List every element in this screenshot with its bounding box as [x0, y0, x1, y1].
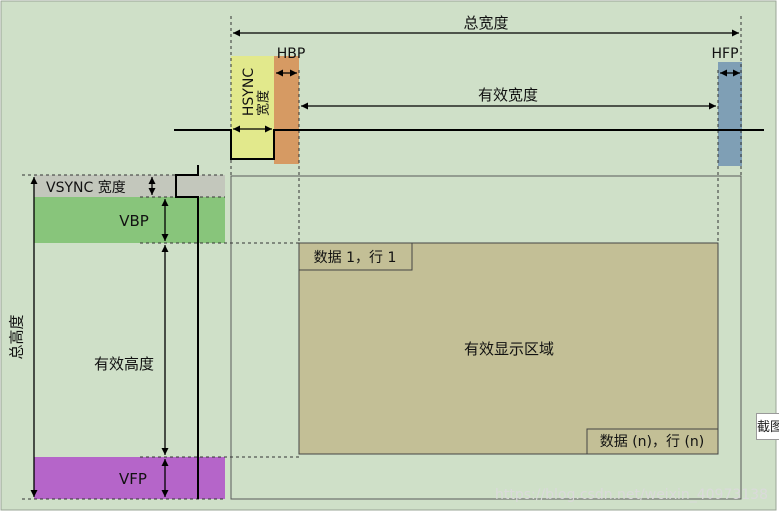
vsync-signal-line: [175, 165, 199, 499]
active-height-label: 有效高度: [94, 355, 154, 373]
active-area-label: 有效显示区域: [464, 340, 554, 358]
watermark: https://blog.csdn.net/weixin_40973138: [495, 487, 768, 503]
total-width-label: 总宽度: [463, 14, 508, 32]
screenshot-side-tab[interactable]: 截图: [756, 413, 779, 440]
first-pixel-label: 数据 1，行 1: [314, 250, 397, 266]
vbp-region: [34, 197, 225, 243]
hsync-region: [231, 56, 274, 159]
total-frame-outline: [230, 175, 742, 500]
total-height-label: 总高度: [8, 314, 26, 359]
active-display-area: [298, 242, 719, 455]
hsync-width-label: HSYNC: [241, 68, 257, 116]
hbp-region: [274, 56, 299, 164]
active-width-label: 有效宽度: [478, 86, 538, 104]
vsync-width-label: VSYNC 宽度: [46, 179, 126, 196]
hbp-label: HBP: [277, 46, 306, 62]
vsync-region: [34, 175, 225, 197]
hsync-width-label-2: 宽度: [256, 90, 272, 116]
vfp-label: VFP: [119, 470, 147, 488]
last-pixel-box: [586, 428, 719, 455]
vfp-region: [34, 457, 225, 499]
hfp-region: [718, 62, 742, 166]
vbp-label: VBP: [119, 212, 149, 230]
first-pixel-box: [298, 242, 413, 271]
hsync-signal-line: [174, 129, 764, 160]
last-pixel-label: 数据 (n)，行 (n): [600, 434, 705, 450]
hfp-label: HFP: [711, 46, 738, 62]
